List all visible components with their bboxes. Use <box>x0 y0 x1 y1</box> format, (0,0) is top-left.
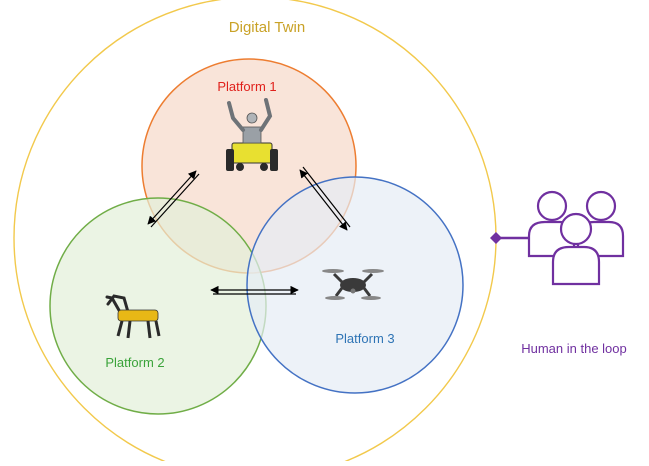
platform-3-label: Platform 3 <box>335 331 394 346</box>
human-connector <box>490 232 528 244</box>
user-group-icon <box>527 190 625 286</box>
quadruped-robot-icon <box>105 294 161 339</box>
platform-2-circle <box>49 197 267 415</box>
platform-1-label: Platform 1 <box>217 79 276 94</box>
platform-2-label: Platform 2 <box>105 355 164 370</box>
arrow-platform1-platform2 <box>147 170 200 228</box>
wheeled-manipulator-robot-icon <box>226 98 278 171</box>
human-in-the-loop-label: Human in the loop <box>521 341 627 356</box>
drone-icon <box>322 269 384 300</box>
arrow-platform2-platform3 <box>210 285 299 295</box>
arrow-platform1-platform3 <box>299 166 351 231</box>
digital-twin-title: Digital Twin <box>229 19 305 36</box>
